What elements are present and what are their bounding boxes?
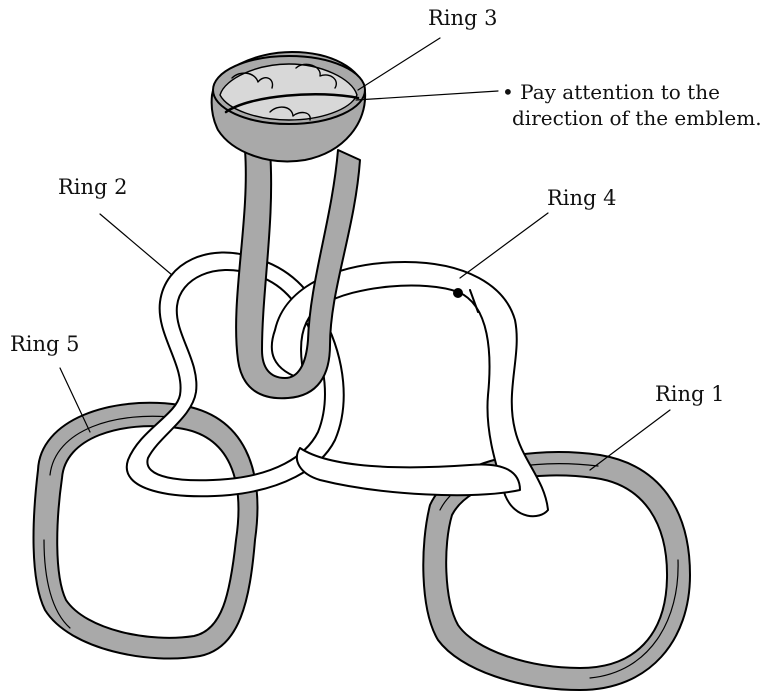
label-ring-1: Ring 1 (655, 382, 725, 406)
note-bullet: • (502, 80, 514, 104)
label-ring-2: Ring 2 (58, 175, 128, 199)
emblem-note-line-2: direction of the emblem. (512, 106, 762, 131)
label-ring-5: Ring 5 (10, 332, 80, 356)
leader-ring-2 (100, 214, 172, 275)
label-ring-4: Ring 4 (547, 186, 617, 210)
label-ring-3: Ring 3 (428, 6, 498, 30)
leader-ring-1 (590, 410, 670, 470)
leader-ring-4 (460, 213, 548, 278)
note-line-1: Pay attention to the (520, 80, 720, 104)
leader-emblem-note (356, 91, 498, 100)
emblem-note: • Pay attention to the (502, 80, 720, 105)
leader-ring-3 (358, 38, 440, 90)
emblem-dot (453, 288, 463, 298)
